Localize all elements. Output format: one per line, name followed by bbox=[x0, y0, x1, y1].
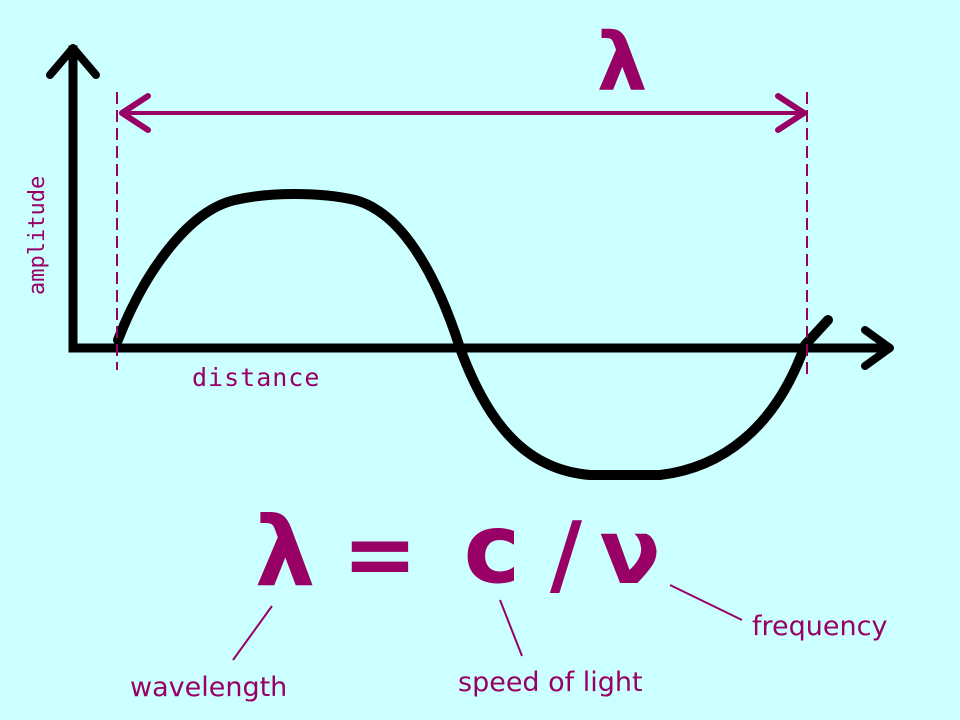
y-axis bbox=[46, 44, 100, 353]
label-wavelength: wavelength bbox=[130, 672, 287, 703]
wavelength-markers bbox=[116, 92, 808, 380]
x-axis-label: distance bbox=[192, 363, 320, 392]
formula: λ = c / ν bbox=[255, 493, 661, 608]
label-speed-of-light: speed of light bbox=[458, 667, 643, 698]
x-axis bbox=[70, 326, 894, 370]
formula-lambda: λ bbox=[255, 496, 316, 608]
y-axis-label: amplitude bbox=[25, 176, 50, 295]
sine-wave bbox=[113, 189, 833, 480]
formula-equals: = bbox=[342, 502, 417, 607]
wavelength-symbol: λ bbox=[597, 16, 648, 109]
formula-c: c bbox=[464, 493, 521, 605]
formula-slash: / bbox=[550, 503, 583, 606]
label-frequency: frequency bbox=[752, 611, 887, 642]
wavelength-arrow bbox=[119, 93, 807, 133]
formula-nu: ν bbox=[599, 500, 660, 605]
annotation-lines bbox=[232, 584, 743, 661]
